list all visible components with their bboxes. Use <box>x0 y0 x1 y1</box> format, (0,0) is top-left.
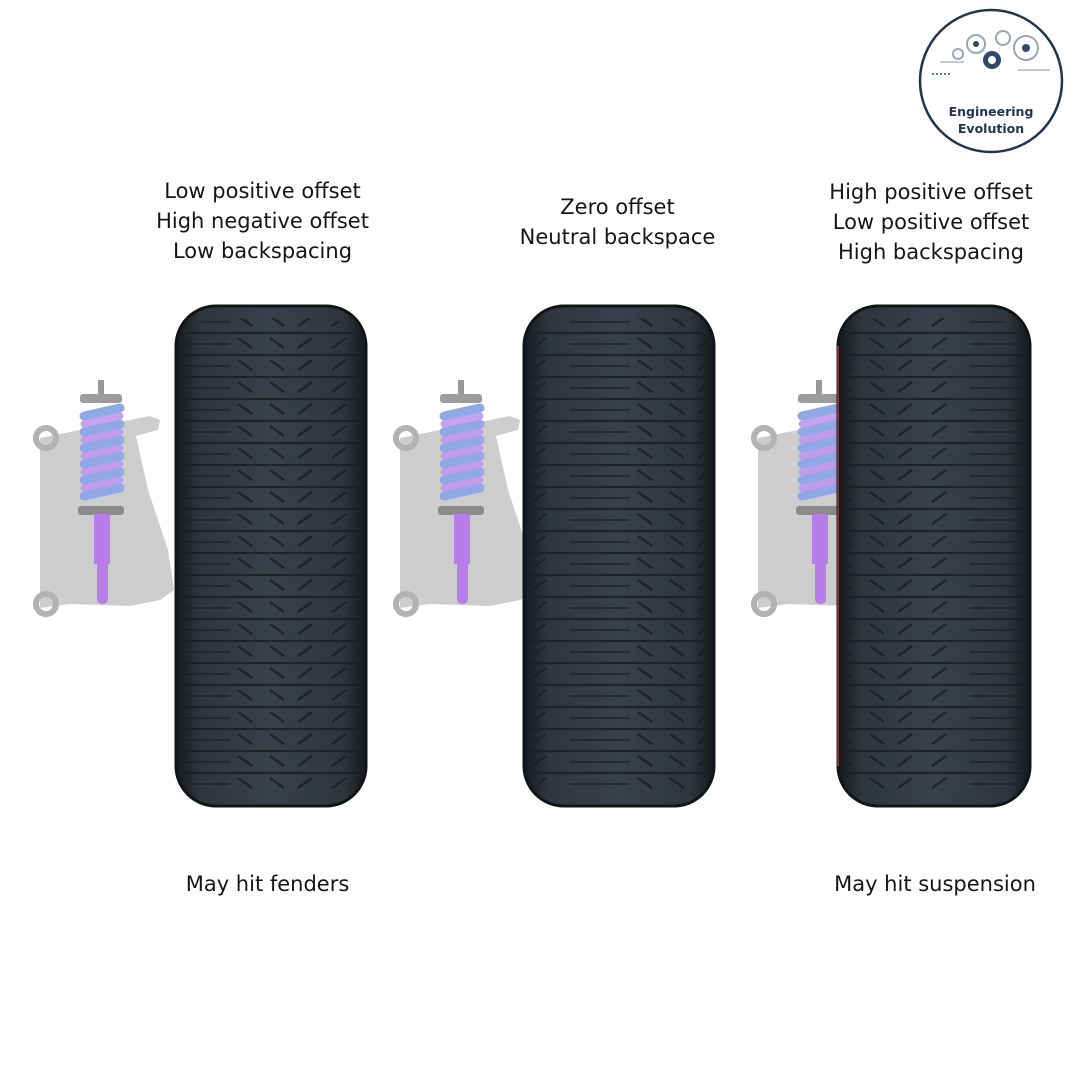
right-caption-line: High backspacing <box>837 240 1024 264</box>
left-note: May hit fenders <box>185 872 350 896</box>
logo-line-2: Evolution <box>957 121 1025 136</box>
center-caption-line: Neutral backspace <box>519 225 716 249</box>
left-suspension-icon <box>36 380 174 614</box>
engineering-evolution-logo: Engineering Evolution <box>918 8 1064 154</box>
right-caption: High positive offset Low positive offset… <box>800 177 1062 267</box>
left-caption-line: Low backspacing <box>172 239 353 263</box>
center-tire <box>522 304 716 808</box>
right-note: May hit suspension <box>834 872 1036 896</box>
center-caption: Zero offset Neutral backspace <box>490 192 745 252</box>
left-caption-line: High negative offset <box>156 209 369 233</box>
right-caption-line: Low positive offset <box>832 210 1030 234</box>
right-tire <box>836 304 1032 808</box>
logo-line-1: Engineering <box>948 104 1034 119</box>
left-caption-line: Low positive offset <box>164 179 361 203</box>
right-caption-line: High positive offset <box>829 180 1033 204</box>
left-tire <box>174 304 368 808</box>
left-caption: Low positive offset High negative offset… <box>130 176 395 266</box>
center-caption-line: Zero offset <box>560 195 675 219</box>
logo-gears-icon <box>918 8 1064 154</box>
center-suspension-icon <box>396 380 534 614</box>
